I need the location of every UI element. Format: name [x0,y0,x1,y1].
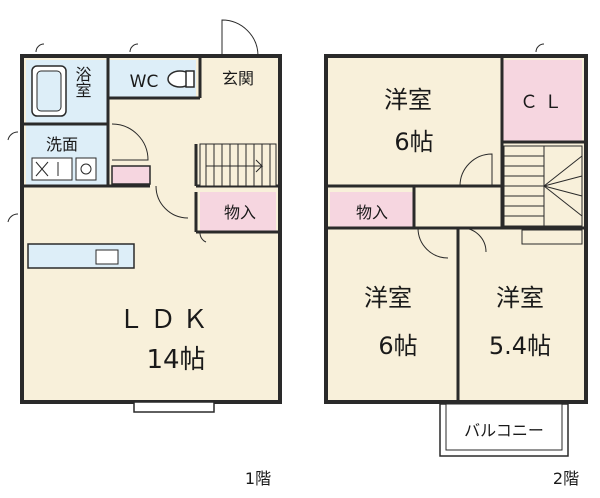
floor-1-plan: 浴室 WC 玄関 洗面 物入 ＬＤＫ 14帖 1階 [7,19,282,488]
floor-2-walls [326,56,586,402]
washbasin-icon [31,157,73,181]
room-c-label: 洋室 [496,284,544,312]
floor-1-window [133,401,215,413]
bath-label: 浴室 [73,66,92,98]
bathtub-inner [36,70,62,112]
entrance-area [196,60,276,98]
ldk-label: ＬＤＫ [118,305,214,335]
floor-2-plan: 洋室 6帖 ＣＬ 物入 洋室 6帖 洋室 5.4帖 バルコニー 2階 [324,43,588,488]
room-b-size-label: 6帖 [378,332,417,360]
toilet-tank [185,70,195,88]
floor-1-storage-label: 物入 [224,203,256,222]
sink-icon [95,249,119,265]
floor-2-doors [417,43,545,259]
floor-1-doors [7,19,259,243]
washroom-label: 洗面 [46,135,78,154]
floor-1-stairs [199,143,277,187]
entrance-label: 玄関 [222,69,254,88]
floor-2-storage-area [330,192,414,228]
balcony-label: バルコニー [464,421,544,440]
floor-1-storage-area [200,192,276,232]
room-c-size-label: 5.4帖 [489,332,551,360]
closet-label: ＣＬ [520,92,568,113]
floor-2-label: 2階 [553,469,579,488]
room-b-label: 洋室 [364,284,412,312]
washing-machine-icon [75,157,97,181]
floor-1-label: 1階 [245,469,271,488]
ldk-size-label: 14帖 [146,345,205,375]
closet-area [502,60,582,142]
wc-label: WC [130,72,159,92]
room-a-label: 洋室 [384,86,432,114]
floor-2-stairs [503,145,583,245]
balcony-inner [445,403,563,451]
washing-machine-drum [80,163,92,175]
washbasin-lines [35,161,59,177]
small-cabinet [111,165,151,185]
floor-2-storage-label: 物入 [356,203,388,222]
room-a-size-label: 6帖 [394,128,433,156]
